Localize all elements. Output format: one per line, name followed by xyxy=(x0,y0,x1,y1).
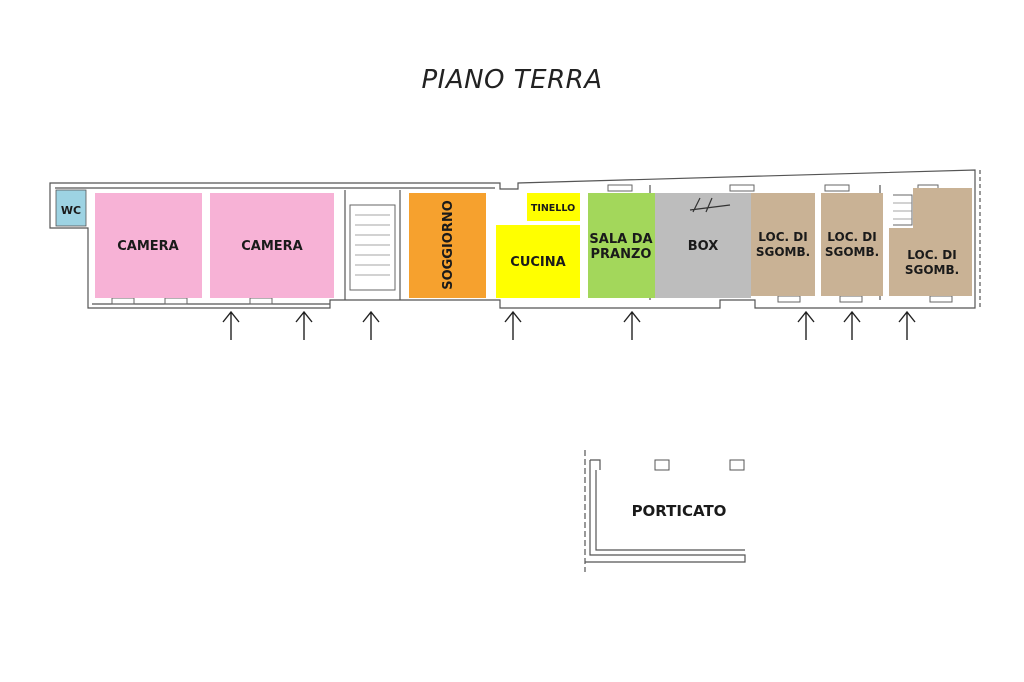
room-camera-1: CAMERA xyxy=(95,193,202,298)
porticato-label: PORTICATO xyxy=(632,502,727,520)
room-cucina: CUCINA xyxy=(496,225,580,298)
room-soggiorno: SOGGIORNO xyxy=(409,193,486,298)
box-label: BOX xyxy=(688,239,719,254)
entrance-arrow-icon xyxy=(222,310,240,340)
room-locale-3: LOC. DI SGOMB. xyxy=(889,188,972,296)
entrance-arrow-icon xyxy=(504,310,522,340)
entrance-arrow-icon xyxy=(362,310,380,340)
entrance-arrow-icon xyxy=(797,310,815,340)
room-camera-2: CAMERA xyxy=(210,193,334,298)
entrance-arrows xyxy=(222,310,916,340)
loc3-label-line1: LOC. DI xyxy=(907,248,956,262)
camera-1-label: CAMERA xyxy=(117,239,179,254)
cucina-label: CUCINA xyxy=(510,255,565,270)
sala-label-line1: SALA DA xyxy=(589,232,652,247)
room-locale-1: LOC. DI SGOMB. xyxy=(751,193,815,296)
room-sala-da-pranzo: SALA DA PRANZO xyxy=(588,193,655,298)
room-box: BOX xyxy=(655,193,751,298)
porticato-area: PORTICATO xyxy=(584,450,746,572)
entrance-arrow-icon xyxy=(898,310,916,340)
stairs-right xyxy=(893,194,913,226)
stairs-left xyxy=(349,204,396,291)
room-wc: WC xyxy=(55,189,87,227)
entrance-arrow-icon xyxy=(843,310,861,340)
loc3-label-line2: SGOMB. xyxy=(905,263,959,277)
loc2-label-line1: LOC. DI xyxy=(827,230,876,244)
entrance-arrow-icon xyxy=(623,310,641,340)
room-locale-2: LOC. DI SGOMB. xyxy=(821,193,883,296)
camera-2-label: CAMERA xyxy=(241,239,303,254)
plan-title: PIANO TERRA xyxy=(421,65,602,95)
sala-label-line2: PRANZO xyxy=(591,247,652,262)
room-tinello: TINELLO xyxy=(527,193,580,221)
soggiorno-label: SOGGIORNO xyxy=(441,200,456,290)
loc1-label-line2: SGOMB. xyxy=(756,245,810,259)
loc1-label-line1: LOC. DI xyxy=(758,230,807,244)
wc-label: WC xyxy=(61,204,81,217)
loc2-label-line2: SGOMB. xyxy=(825,245,879,259)
entrance-arrow-icon xyxy=(295,310,313,340)
tinello-label: TINELLO xyxy=(531,203,575,214)
